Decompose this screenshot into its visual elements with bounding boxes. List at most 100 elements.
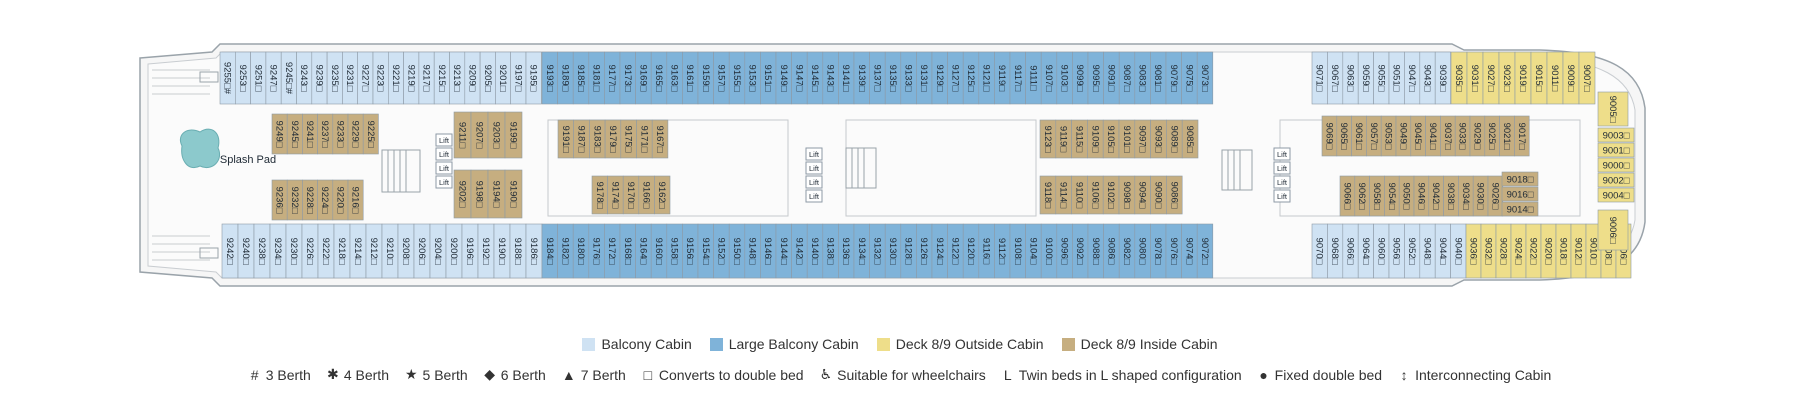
cabin[interactable]: 9046□ [1413, 175, 1430, 217]
cabin[interactable]: 9198□ [470, 169, 489, 219]
cabin[interactable]: 9094□ [1134, 175, 1151, 215]
cabin-box[interactable] [1597, 127, 1635, 143]
cabin[interactable]: 9052□ [1404, 223, 1421, 279]
cabin[interactable]: 9232□ [286, 179, 303, 221]
cabin[interactable]: 9241□ [302, 113, 318, 155]
cabin[interactable]: 9089□ [1166, 119, 1183, 159]
cabin[interactable]: 9186□ [525, 223, 543, 279]
cabin[interactable]: 9231□ [342, 51, 358, 105]
cabin[interactable]: 9034□ [1458, 175, 1474, 217]
cabin[interactable]: 9177□ [604, 51, 621, 105]
cabin[interactable]: 9100□ [1040, 223, 1058, 279]
cabin[interactable]: 9176□ [588, 223, 605, 279]
cabin[interactable]: 9181□ [588, 51, 605, 105]
cabin[interactable]: 9193□ [541, 51, 558, 105]
cabin[interactable]: 9103□ [1056, 51, 1073, 105]
cabin[interactable]: 9078□ [1150, 223, 1167, 279]
cabin[interactable]: 9155□ [728, 51, 746, 105]
cabin[interactable]: 9228□ [302, 179, 318, 221]
cabin[interactable]: 9223□ [372, 51, 389, 105]
cabin[interactable]: 9024□ [1510, 223, 1527, 279]
cabin[interactable]: 9196□ [461, 223, 479, 279]
cabin[interactable]: 9165□ [650, 51, 668, 105]
cabin[interactable]: 9242□ [221, 223, 239, 279]
cabin[interactable]: 9097□ [1134, 119, 1151, 159]
cabin-box[interactable] [1196, 51, 1214, 105]
cabin-box[interactable] [1597, 209, 1629, 251]
cabin[interactable]: 9111□ [1025, 51, 1042, 105]
cabin-box[interactable] [1501, 201, 1539, 217]
cabin[interactable]: 9178□ [591, 175, 608, 215]
cabin[interactable]: 9168□ [619, 223, 636, 279]
cabin[interactable]: 9081□ [1150, 51, 1167, 105]
cabin[interactable]: 9020□ [1540, 223, 1557, 279]
cabin[interactable]: 9066□ [1342, 223, 1359, 279]
cabin[interactable]: 9007□ [1578, 51, 1596, 105]
cabin[interactable]: 9208□ [397, 223, 415, 279]
cabin[interactable]: 9136□ [838, 223, 855, 279]
cabin[interactable]: 9048□ [1419, 223, 1436, 279]
cabin[interactable]: 9087□ [1118, 51, 1136, 105]
cabin[interactable]: 9095□ [1087, 51, 1104, 105]
cabin[interactable]: 9207□ [470, 111, 489, 159]
cabin[interactable]: 9092□ [1072, 223, 1089, 279]
cabin[interactable]: 9213□ [449, 51, 466, 105]
cabin[interactable]: 9202□ [453, 169, 472, 219]
cabin[interactable]: 9108□ [1009, 223, 1026, 279]
cabin-box[interactable] [1196, 223, 1214, 279]
cabin[interactable]: 9042□ [1428, 175, 1444, 217]
cabin[interactable]: 9073□ [1196, 51, 1214, 105]
cabin[interactable]: 9185□ [572, 51, 590, 105]
cabin[interactable]: 9050□ [1398, 175, 1415, 217]
cabin[interactable]: 9082□ [1118, 223, 1136, 279]
cabin[interactable]: 9124□ [931, 223, 948, 279]
cabin[interactable]: 9047□ [1404, 51, 1421, 105]
cabin[interactable]: 9134□ [853, 223, 870, 279]
cabin-box[interactable] [1501, 171, 1539, 187]
cabin[interactable]: 9069□ [1321, 115, 1338, 157]
cabin[interactable]: 9205□ [479, 51, 496, 105]
cabin[interactable]: 9086□ [1103, 223, 1120, 279]
cabin[interactable]: 9161□ [682, 51, 699, 105]
cabin[interactable]: 9238□ [253, 223, 271, 279]
cabin[interactable]: 9187□ [573, 119, 590, 159]
cabin[interactable]: 9014□ [1501, 201, 1539, 217]
cabin[interactable]: 9080□ [1134, 223, 1151, 279]
cabin[interactable]: 9129□ [931, 51, 948, 105]
cabin[interactable]: 9215□ [433, 51, 450, 105]
cabin[interactable]: 9158□ [666, 223, 683, 279]
cabin[interactable]: 9091□ [1103, 51, 1120, 105]
cabin[interactable]: 9053□ [1380, 115, 1397, 157]
cabin[interactable]: 9003□ [1597, 127, 1635, 143]
cabin[interactable]: 9131□ [916, 51, 933, 105]
cabin[interactable]: 9172□ [604, 223, 621, 279]
cabin[interactable]: 9154□ [697, 223, 714, 279]
cabin[interactable]: 9236□ [271, 179, 288, 221]
cabin[interactable]: 9251□ [250, 51, 267, 105]
cabin[interactable]: 9029□ [1469, 115, 1486, 157]
cabin[interactable]: 9051□ [1388, 51, 1405, 105]
cabin[interactable]: 9064□ [1357, 223, 1374, 279]
cabin-box[interactable] [1501, 186, 1539, 202]
cabin[interactable]: 9045□ [1410, 115, 1426, 157]
cabin[interactable]: 9043□ [1419, 51, 1436, 105]
cabin-box[interactable] [504, 169, 523, 219]
cabin[interactable]: 9253□ [235, 51, 251, 105]
cabin[interactable]: 9049□ [1395, 115, 1412, 157]
cabin[interactable]: 9218□ [333, 223, 351, 279]
cabin[interactable]: 9011□ [1546, 51, 1564, 105]
cabin[interactable]: 9032□ [1480, 223, 1497, 279]
cabin[interactable]: 9179□ [604, 119, 622, 159]
cabin[interactable]: 9028□ [1495, 223, 1512, 279]
cabin[interactable]: 9036□ [1465, 223, 1482, 279]
cabin[interactable]: 9210□ [381, 223, 399, 279]
cabin[interactable]: 9144□ [775, 223, 792, 279]
cabin[interactable]: 9166□ [638, 175, 655, 215]
cabin-box[interactable] [525, 51, 542, 105]
cabin[interactable]: 9070□ [1311, 223, 1328, 279]
cabin[interactable]: 9065□ [1336, 115, 1352, 157]
cabin[interactable]: 9147□ [791, 51, 808, 105]
cabin[interactable]: 9099□ [1072, 51, 1089, 105]
cabin[interactable]: 9156□ [682, 223, 699, 279]
cabin[interactable]: 9106□ [1087, 175, 1104, 215]
